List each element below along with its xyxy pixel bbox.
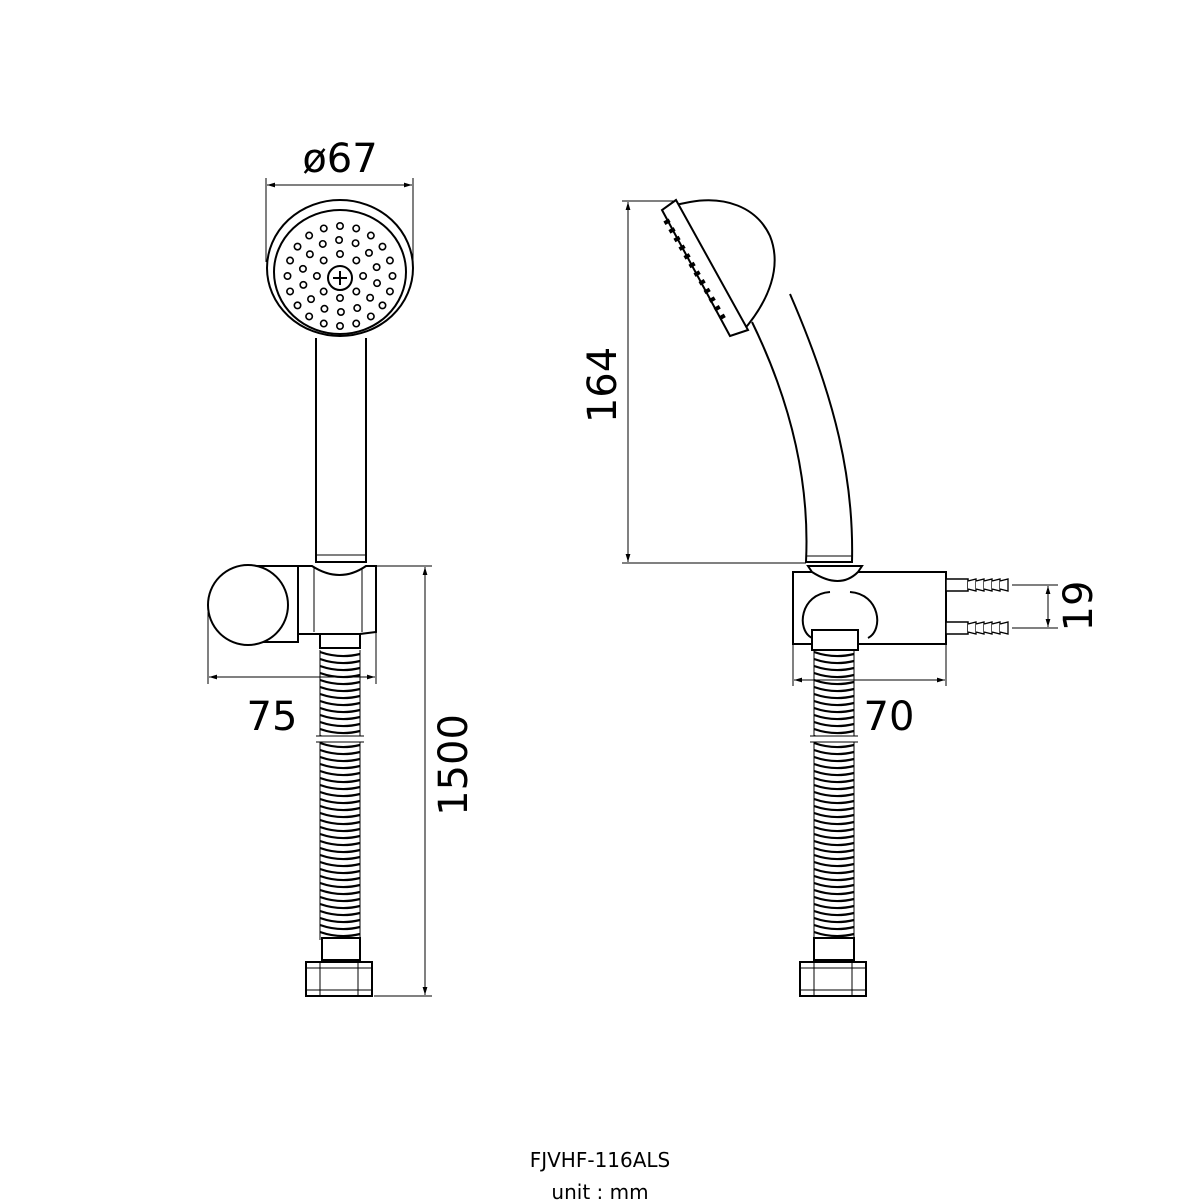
hose-side [810, 650, 858, 940]
dim-handset-length: 164 [580, 200, 806, 564]
dim-head-diameter: ø67 [265, 136, 414, 262]
wall-holder-front [207, 564, 377, 649]
hose-front [316, 650, 364, 940]
dim-holder-width-front: 75 [207, 612, 377, 740]
holder-width-side-label: 70 [864, 694, 915, 740]
handle-front [315, 338, 367, 563]
dim-hose-length: 1500 [372, 565, 477, 997]
spray-nozzles [283, 222, 397, 330]
holder-width-front-label: 75 [247, 694, 298, 740]
model-number: FJVHF-116ALS [529, 1148, 671, 1172]
hose-length-label: 1500 [431, 714, 477, 816]
wall-holder-side [792, 565, 1009, 651]
front-view: ø67 75 1500 [207, 136, 477, 997]
inlet-barbs [945, 578, 1009, 635]
dim-inlet-spacing: 19 [1012, 581, 1102, 632]
hex-nut-front [305, 937, 373, 997]
inlet-spacing-label: 19 [1056, 581, 1102, 632]
dim-holder-width-side: 70 [792, 644, 947, 740]
head-diameter-label: ø67 [302, 136, 377, 182]
side-view: 164 19 70 [580, 198, 1102, 997]
handset-length-label: 164 [580, 347, 626, 423]
handset-side [660, 198, 854, 563]
shower-head-front [266, 199, 414, 337]
unit-note: unit : mm [551, 1180, 649, 1204]
hex-nut-side [799, 937, 867, 997]
